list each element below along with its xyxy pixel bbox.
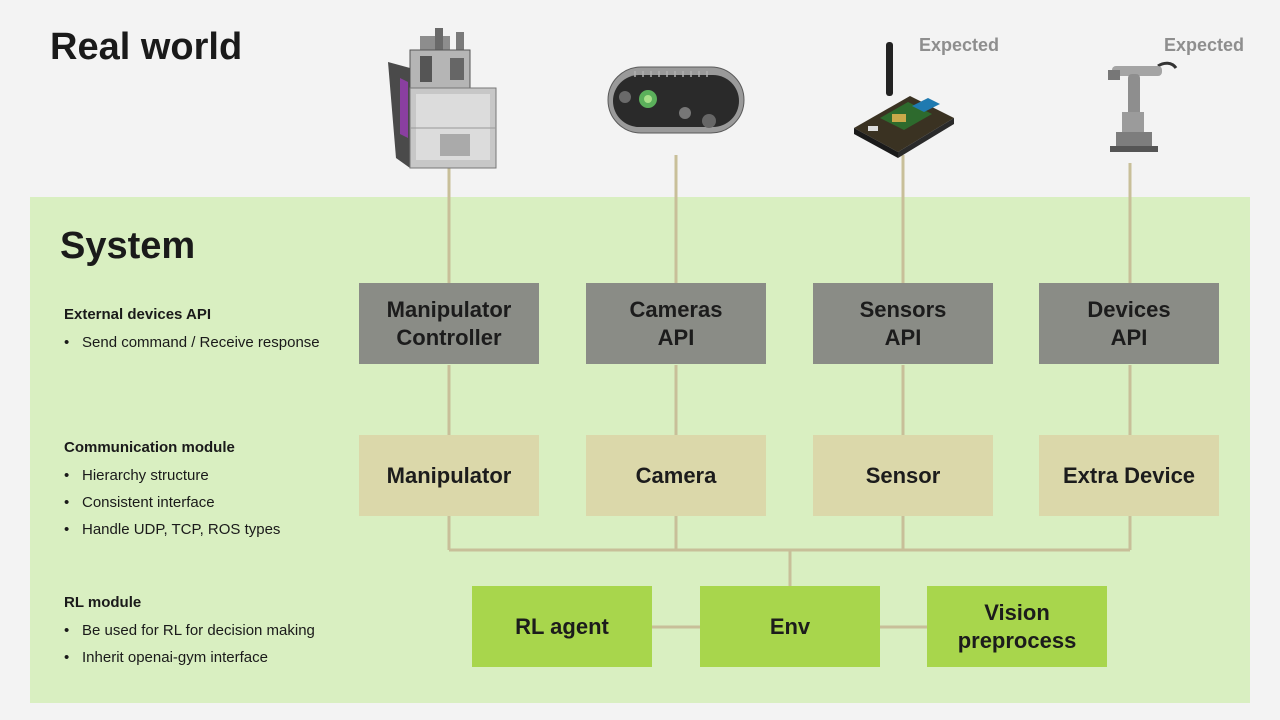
vision-preprocess-box: Vision preprocess (927, 586, 1107, 667)
rl-module-heading: RL module (64, 594, 142, 611)
communication-bullet: •Handle UDP, TCP, ROS types (64, 521, 281, 538)
real-world-title: Real world (50, 26, 243, 68)
external-bullet: •Send command / Receive response (64, 334, 320, 351)
system-title: System (60, 225, 196, 267)
cameras-api-box: Cameras API (586, 283, 766, 364)
depth-camera-icon (607, 63, 747, 144)
communication-module-heading: Communication module (64, 439, 235, 456)
camera-box: Camera (586, 435, 766, 516)
sensor-board-icon (850, 40, 960, 163)
rl-module-section: RL module •Be used for RL for decision m… (64, 594, 315, 671)
robot-arm-icon (1108, 52, 1180, 161)
external-devices-section: External devices API •Send command / Rec… (64, 306, 320, 356)
manipulator-box: Manipulator (359, 435, 539, 516)
expected-label-device: Expected (1164, 35, 1245, 55)
expected-label-sensor: Expected (919, 35, 1000, 55)
manipulator-controller-box: Manipulator Controller (359, 283, 539, 364)
communication-module-section: Communication module •Hierarchy structur… (64, 439, 280, 543)
env-box: Env (700, 586, 880, 667)
rl-bullet: •Be used for RL for decision making (64, 622, 315, 639)
sensors-api-box: Sensors API (813, 283, 993, 364)
devices-api-box: Devices API (1039, 283, 1219, 364)
communication-bullet: •Hierarchy structure (64, 467, 209, 484)
sensor-box: Sensor (813, 435, 993, 516)
manipulator-hardware-icon (380, 28, 505, 175)
communication-bullet: •Consistent interface (64, 494, 215, 511)
rl-agent-box: RL agent (472, 586, 652, 667)
rl-bullet: •Inherit openai-gym interface (64, 649, 268, 666)
extra-device-box: Extra Device (1039, 435, 1219, 516)
external-devices-heading: External devices API (64, 306, 212, 323)
